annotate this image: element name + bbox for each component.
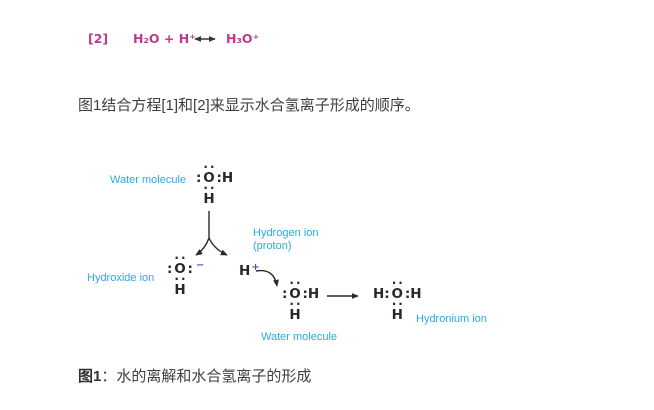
lone-pair-dots: ·· xyxy=(203,160,217,174)
bond-pair-dots: ·· xyxy=(203,181,217,195)
lone-pair-dots: ·· xyxy=(174,251,188,265)
proton-transfer-curved-arrow-icon xyxy=(252,265,288,295)
dissociation-split-arrow-icon xyxy=(183,208,247,262)
bond-pair-dots: ·· xyxy=(289,297,303,311)
label-hydrogen-ion-line1: Hydrogen ion xyxy=(253,227,319,239)
oxygen-atom: O xyxy=(289,286,301,302)
oxygen-atom: O xyxy=(174,261,186,277)
equation-lhs: H₂O + H⁺ xyxy=(133,31,196,46)
intro-text: 图1结合方程[1]和[2]来显示水合氢离子形成的顺序。 xyxy=(78,97,420,114)
label-water-molecule-top: Water molecule xyxy=(110,174,187,186)
reaction-arrow-icon xyxy=(324,291,366,301)
lewis-hydroxide-ion: ·· : O :− ·· H xyxy=(167,251,205,298)
lewis-hydrogen-ion: H+ xyxy=(239,262,260,280)
bond-pair-left: : xyxy=(282,286,288,302)
hydrogen-atom: H xyxy=(391,307,403,323)
hydrogen-atom: H xyxy=(239,263,251,279)
label-hydronium-ion: Hydronium ion xyxy=(416,313,487,325)
equation-rhs: H₃O⁺ xyxy=(226,31,260,46)
bond-pair-left: : xyxy=(196,170,202,186)
label-water-molecule-bottom: Water molecule xyxy=(261,331,338,343)
negative-charge: − xyxy=(195,260,205,271)
label-hydrogen-ion: Hydrogen ion (proton) xyxy=(253,227,318,252)
equilibrium-double-arrow-icon xyxy=(189,33,221,45)
lone-pair-right: :− xyxy=(187,260,205,277)
hydrogen-atom: H xyxy=(174,282,186,298)
bond-pair-right-h: :H xyxy=(404,286,422,302)
oxygen-atom: O xyxy=(391,286,403,302)
lone-pair-dots: ·· xyxy=(391,276,405,290)
lewis-hydronium-ion: ·· H: O :H ·· H xyxy=(373,276,422,323)
figure-caption: 图1：水的离解和水合氢离子的形成 xyxy=(78,365,311,386)
bond-pair-dots: ·· xyxy=(174,272,188,286)
figure-caption-number: 图1 xyxy=(78,368,102,385)
lewis-water-molecule-top: ·· : O :H ·· H xyxy=(196,160,234,207)
lone-pair-left: : xyxy=(167,261,173,277)
label-hydrogen-ion-line2: (proton) xyxy=(253,239,292,252)
bond-pair-right-h: :H xyxy=(216,170,234,186)
equation-number: [2] xyxy=(88,31,109,46)
lone-pair-dots: ·· xyxy=(289,276,303,290)
label-hydroxide-ion: Hydroxide ion xyxy=(87,272,155,284)
positive-charge: + xyxy=(251,262,260,273)
figure-caption-text: ：水的离解和水合氢离子的形成 xyxy=(101,368,312,385)
oxygen-atom: O xyxy=(203,170,215,186)
hydrogen-atom: H xyxy=(203,191,215,207)
hydrogen-atom: H xyxy=(289,307,301,323)
bond-pair-right-h: :H xyxy=(302,286,320,302)
bond-pair-left-h: H: xyxy=(373,286,390,302)
lewis-water-molecule-bottom: ·· : O :H ·· H xyxy=(282,276,320,323)
bond-pair-dots: ·· xyxy=(391,297,405,311)
